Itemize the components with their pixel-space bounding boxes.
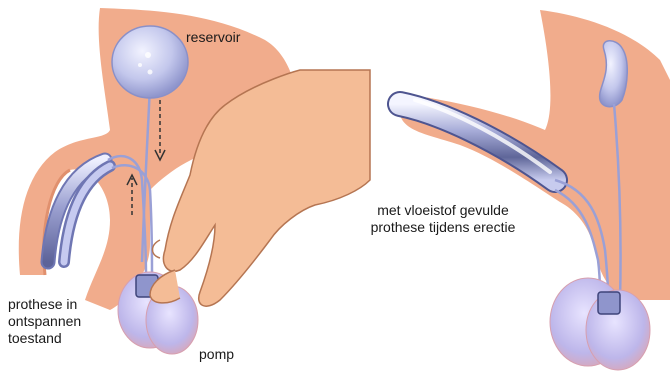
label-relaxed-line1: prothese in: [8, 296, 81, 313]
right-pump: [598, 292, 620, 314]
label-relaxed-line3: toestand: [8, 330, 81, 347]
label-pump: pomp: [199, 346, 234, 363]
reservoir-ball: [112, 26, 188, 98]
label-erect-line2: prothese tijdens erectie: [338, 219, 548, 236]
label-reservoir: reservoir: [186, 29, 240, 46]
label-relaxed: prothese in ontspannen toestand: [8, 296, 81, 347]
label-relaxed-line2: ontspannen: [8, 313, 81, 330]
label-erect-line1: met vloeistof gevulde: [338, 202, 548, 219]
label-erect: met vloeistof gevulde prothese tijdens e…: [338, 202, 548, 236]
